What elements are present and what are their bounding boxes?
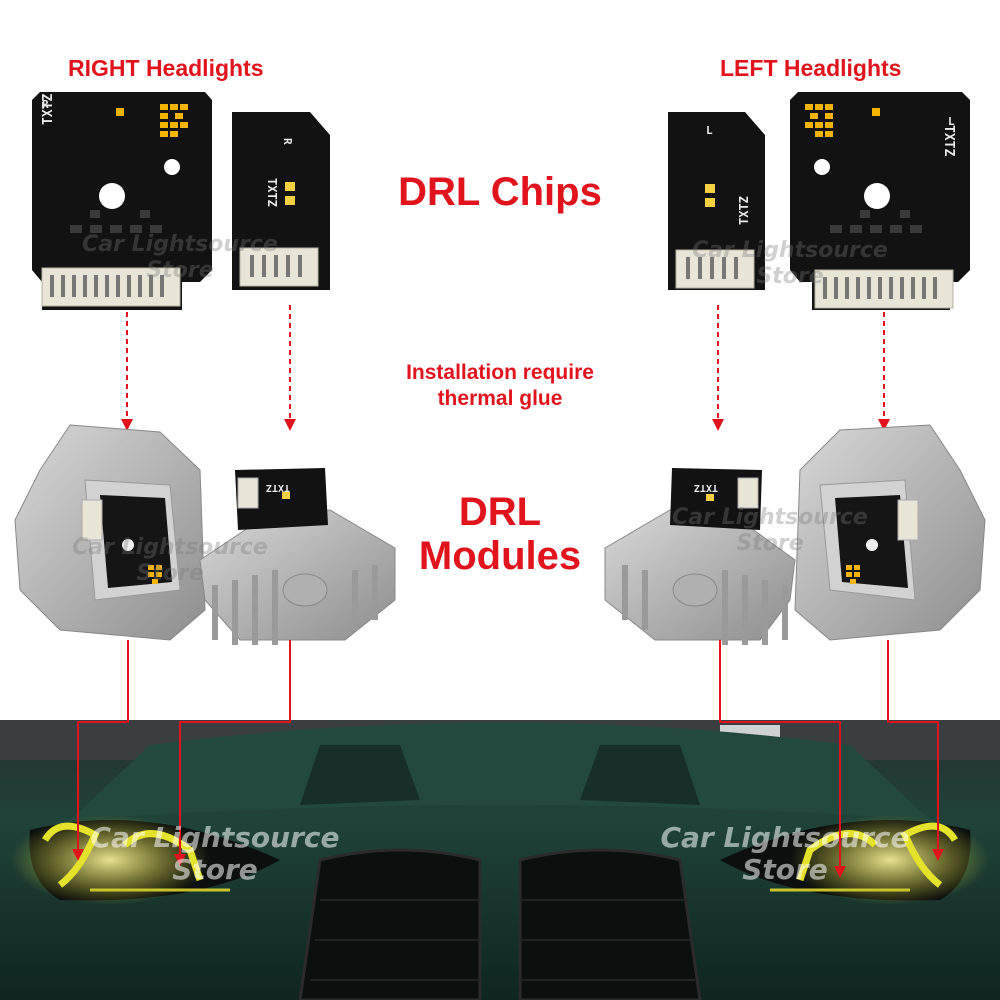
left-large-drl-module bbox=[794, 424, 986, 641]
watermark-line2: Store bbox=[742, 853, 828, 886]
watermark-line2: Store bbox=[756, 264, 824, 289]
chip-side-mark: R bbox=[281, 138, 294, 145]
chip-to-module-arrows bbox=[121, 305, 890, 431]
left-large-drl-chip: TXTZ L bbox=[790, 92, 970, 310]
drl-modules-title-line2: Modules bbox=[418, 534, 582, 578]
left-small-drl-module: TXTZ bbox=[604, 468, 796, 645]
watermark-line2: Store bbox=[172, 853, 258, 886]
module-to-headlight-lines bbox=[72, 640, 944, 878]
drl-modules-title: DRL Modules bbox=[390, 490, 610, 578]
watermark: Car Lightsource Store bbox=[60, 232, 300, 284]
watermark-line2: Store bbox=[136, 561, 204, 586]
watermark-line1: Car Lightsource bbox=[90, 821, 340, 854]
watermark-line1: Car Lightsource bbox=[72, 535, 268, 560]
watermark: Car Lightsource Store bbox=[670, 238, 910, 290]
chip-brand-label: TXTZ bbox=[265, 178, 279, 207]
watermark-line2: Store bbox=[146, 258, 214, 283]
installation-note-line2: thermal glue bbox=[437, 387, 563, 410]
watermark-line1: Car Lightsource bbox=[660, 821, 910, 854]
right-small-drl-chip: TXTZ R bbox=[232, 112, 330, 290]
watermark: Car Lightsource Store bbox=[660, 505, 880, 557]
watermark-line2: Store bbox=[736, 531, 804, 556]
right-large-drl-module bbox=[14, 424, 206, 641]
watermark: Car Lightsource Store bbox=[60, 535, 280, 587]
chip-brand-label: TXTZ bbox=[266, 482, 290, 493]
left-headlights-heading: LEFT Headlights bbox=[720, 55, 902, 81]
right-headlights-heading: RIGHT Headlights bbox=[68, 55, 264, 81]
watermark-line1: Car Lightsource bbox=[672, 505, 868, 530]
drl-modules-title-line1: DRL bbox=[458, 490, 542, 534]
right-small-drl-module: TXTZ bbox=[199, 468, 396, 645]
chip-brand-label: TXTZ bbox=[941, 125, 956, 156]
drl-chips-title: DRL Chips bbox=[398, 170, 602, 214]
watermark-line1: Car Lightsource bbox=[692, 238, 888, 263]
chip-brand-label: TXTZ bbox=[694, 482, 718, 493]
chip-side-mark: L bbox=[706, 124, 713, 137]
left-small-drl-chip: TXTZ L bbox=[668, 112, 765, 290]
car-front-view bbox=[0, 720, 1000, 1000]
installation-note-line1: Installation require bbox=[406, 361, 594, 384]
chip-side-mark: R bbox=[42, 98, 49, 111]
right-large-drl-chip: TXTZ R bbox=[32, 92, 212, 310]
installation-note: Installation require thermal glue bbox=[370, 360, 630, 412]
chip-brand-label: TXTZ bbox=[737, 196, 751, 225]
chip-brand-label: TXTZ bbox=[41, 94, 56, 125]
watermark: Car Lightsource Store bbox=[80, 822, 350, 886]
watermark: Car Lightsource Store bbox=[650, 822, 920, 886]
watermark-line1: Car Lightsource bbox=[82, 232, 278, 257]
chip-side-mark: L bbox=[948, 115, 955, 128]
